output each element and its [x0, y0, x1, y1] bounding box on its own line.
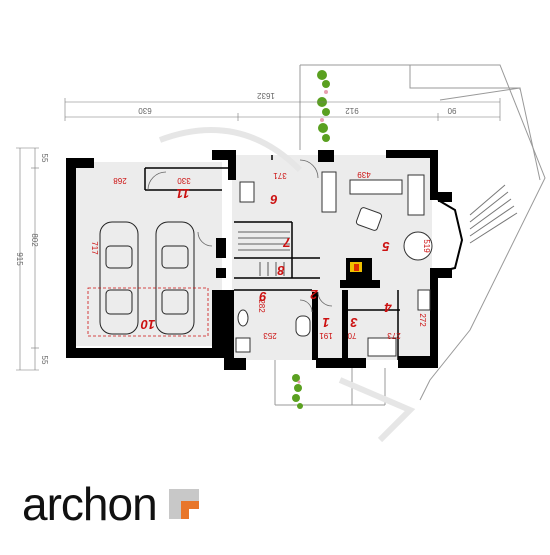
car-right [155, 221, 195, 335]
room-number-2: 2 [310, 287, 319, 302]
walls [66, 150, 452, 370]
car-left [99, 221, 139, 335]
brand-name: archon [22, 478, 158, 530]
label-bath-bottom: 253 [263, 331, 277, 340]
label-living-top: 439 [357, 170, 371, 179]
bay-window [437, 199, 464, 273]
living-furniture [239, 171, 433, 261]
room-dim-9: 282 [257, 299, 266, 313]
room-number-7: 7 [283, 235, 291, 250]
label-kitchen-side: 272 [418, 313, 427, 327]
interior-walls [144, 155, 400, 360]
label-garage-left: 268 [113, 176, 127, 185]
room-number-9: 9 [259, 289, 267, 304]
room-number-11: 11 [176, 186, 190, 201]
garage-parking-outline [87, 287, 209, 337]
room-dim-10: 717 [90, 241, 99, 255]
dim-total-width: 1632 [257, 91, 275, 100]
room-number-6: 6 [270, 192, 278, 207]
plant-accents [297, 90, 328, 384]
room-number-1: 1 [322, 315, 329, 330]
room-dim-11: 330 [177, 176, 191, 185]
kitchen-counters [367, 289, 431, 357]
fireplace [340, 258, 380, 288]
doors [147, 159, 333, 313]
dim-right-width: 90 [447, 106, 456, 115]
room-number-4: 4 [384, 300, 393, 315]
room-dim-6: 371 [273, 171, 287, 180]
room-dim-1: 191 [319, 331, 333, 340]
dim-middle-width: 912 [345, 106, 359, 115]
dim-inner-height: 802 [30, 233, 39, 247]
brand-mark-icon [168, 489, 199, 519]
room-dim-3: 70 [347, 331, 356, 340]
dim-top-offset: 55 [40, 154, 49, 163]
dim-total-height: 915 [15, 252, 24, 266]
watermark [158, 127, 416, 443]
room-number-3: 3 [350, 315, 358, 330]
terrace-hatch [469, 184, 518, 244]
terrace-outline [274, 64, 546, 406]
room-number-5: 5 [382, 239, 390, 254]
dim-left-width: 630 [138, 106, 152, 115]
room-dim-4: 273 [387, 331, 401, 340]
room-number-8: 8 [277, 263, 285, 278]
bathroom-fixtures [235, 309, 311, 353]
dim-bottom-offset: 55 [40, 356, 49, 365]
dimension-lines [16, 98, 501, 371]
room-number-10: 10 [140, 317, 155, 332]
room-dim-5: 519 [422, 239, 431, 253]
staircase [238, 231, 290, 276]
brand-logo: archon [22, 478, 199, 530]
